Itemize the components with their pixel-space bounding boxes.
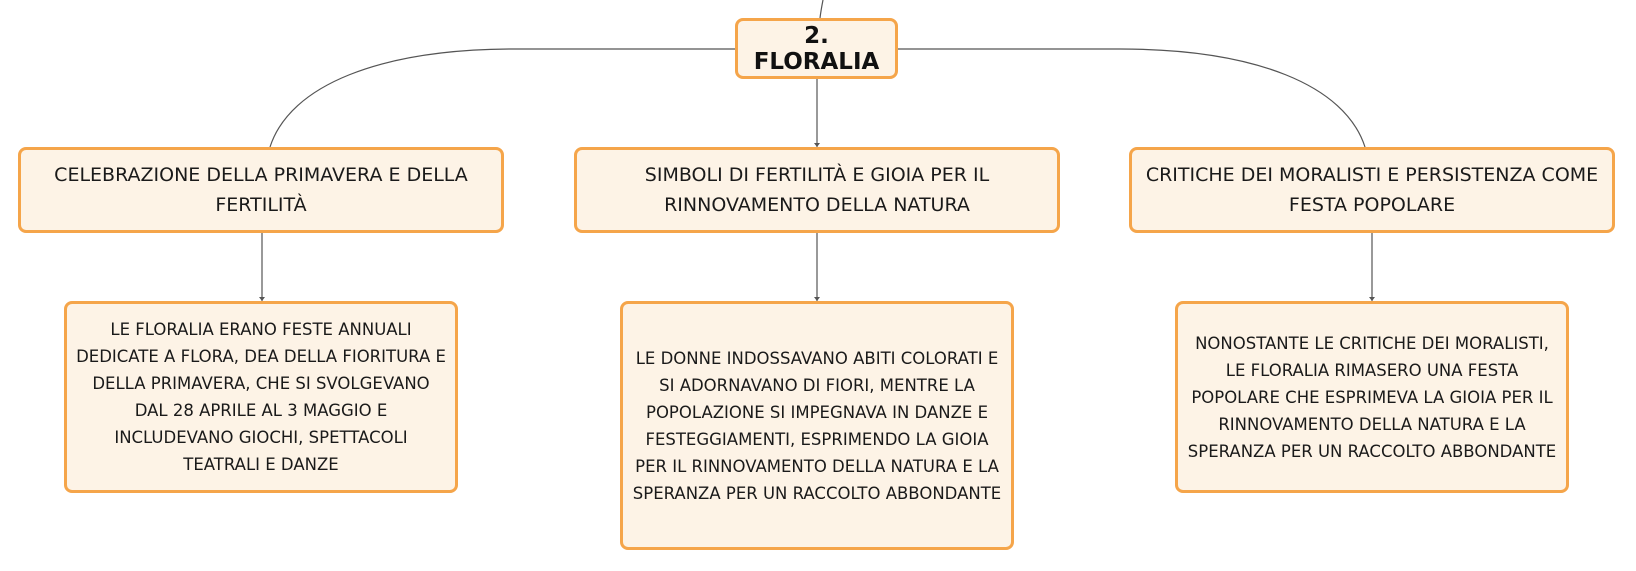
detail-node-text: NONOSTANTE LE CRITICHE DEI MORALISTI, LE… [1187,333,1557,461]
topic-node-critiche[interactable]: CRITICHE DEI MORALISTI E PERSISTENZA COM… [1129,147,1615,233]
connector-parent-to-root [819,0,824,19]
detail-node-simboli[interactable]: LE DONNE INDOSSAVANO ABITI COLORATI E SI… [620,301,1014,550]
topic-node-celebrazione[interactable]: CELEBRAZIONE DELLA PRIMAVERA E DELLA FER… [18,147,504,233]
arrowhead-left-detail [259,297,265,301]
root-node-label: 2. FLORALIA [753,22,880,75]
connector-root-to-right [898,48,1366,148]
detail-node-text: LE FLORALIA ERANO FESTE ANNUALI DEDICATE… [76,320,446,474]
detail-node-celebrazione[interactable]: LE FLORALIA ERANO FESTE ANNUALI DEDICATE… [64,301,458,493]
arrowhead-mid-detail [814,297,820,301]
topic-node-simboli[interactable]: SIMBOLI DI FERTILITÀ E GIOIA PER IL RINN… [574,147,1060,233]
root-node[interactable]: 2. FLORALIA [735,18,898,79]
topic-node-label: CELEBRAZIONE DELLA PRIMAVERA E DELLA FER… [54,164,468,216]
detail-node-text: LE DONNE INDOSSAVANO ABITI COLORATI E SI… [632,348,1002,503]
arrowhead-mid-topic [814,143,820,147]
topic-node-label: SIMBOLI DI FERTILITÀ E GIOIA PER IL RINN… [644,164,990,216]
arrowhead-right-detail [1369,297,1375,301]
topic-node-label: CRITICHE DEI MORALISTI E PERSISTENZA COM… [1145,164,1599,216]
detail-node-critiche[interactable]: NONOSTANTE LE CRITICHE DEI MORALISTI, LE… [1175,301,1569,493]
connector-root-to-left [269,48,735,148]
